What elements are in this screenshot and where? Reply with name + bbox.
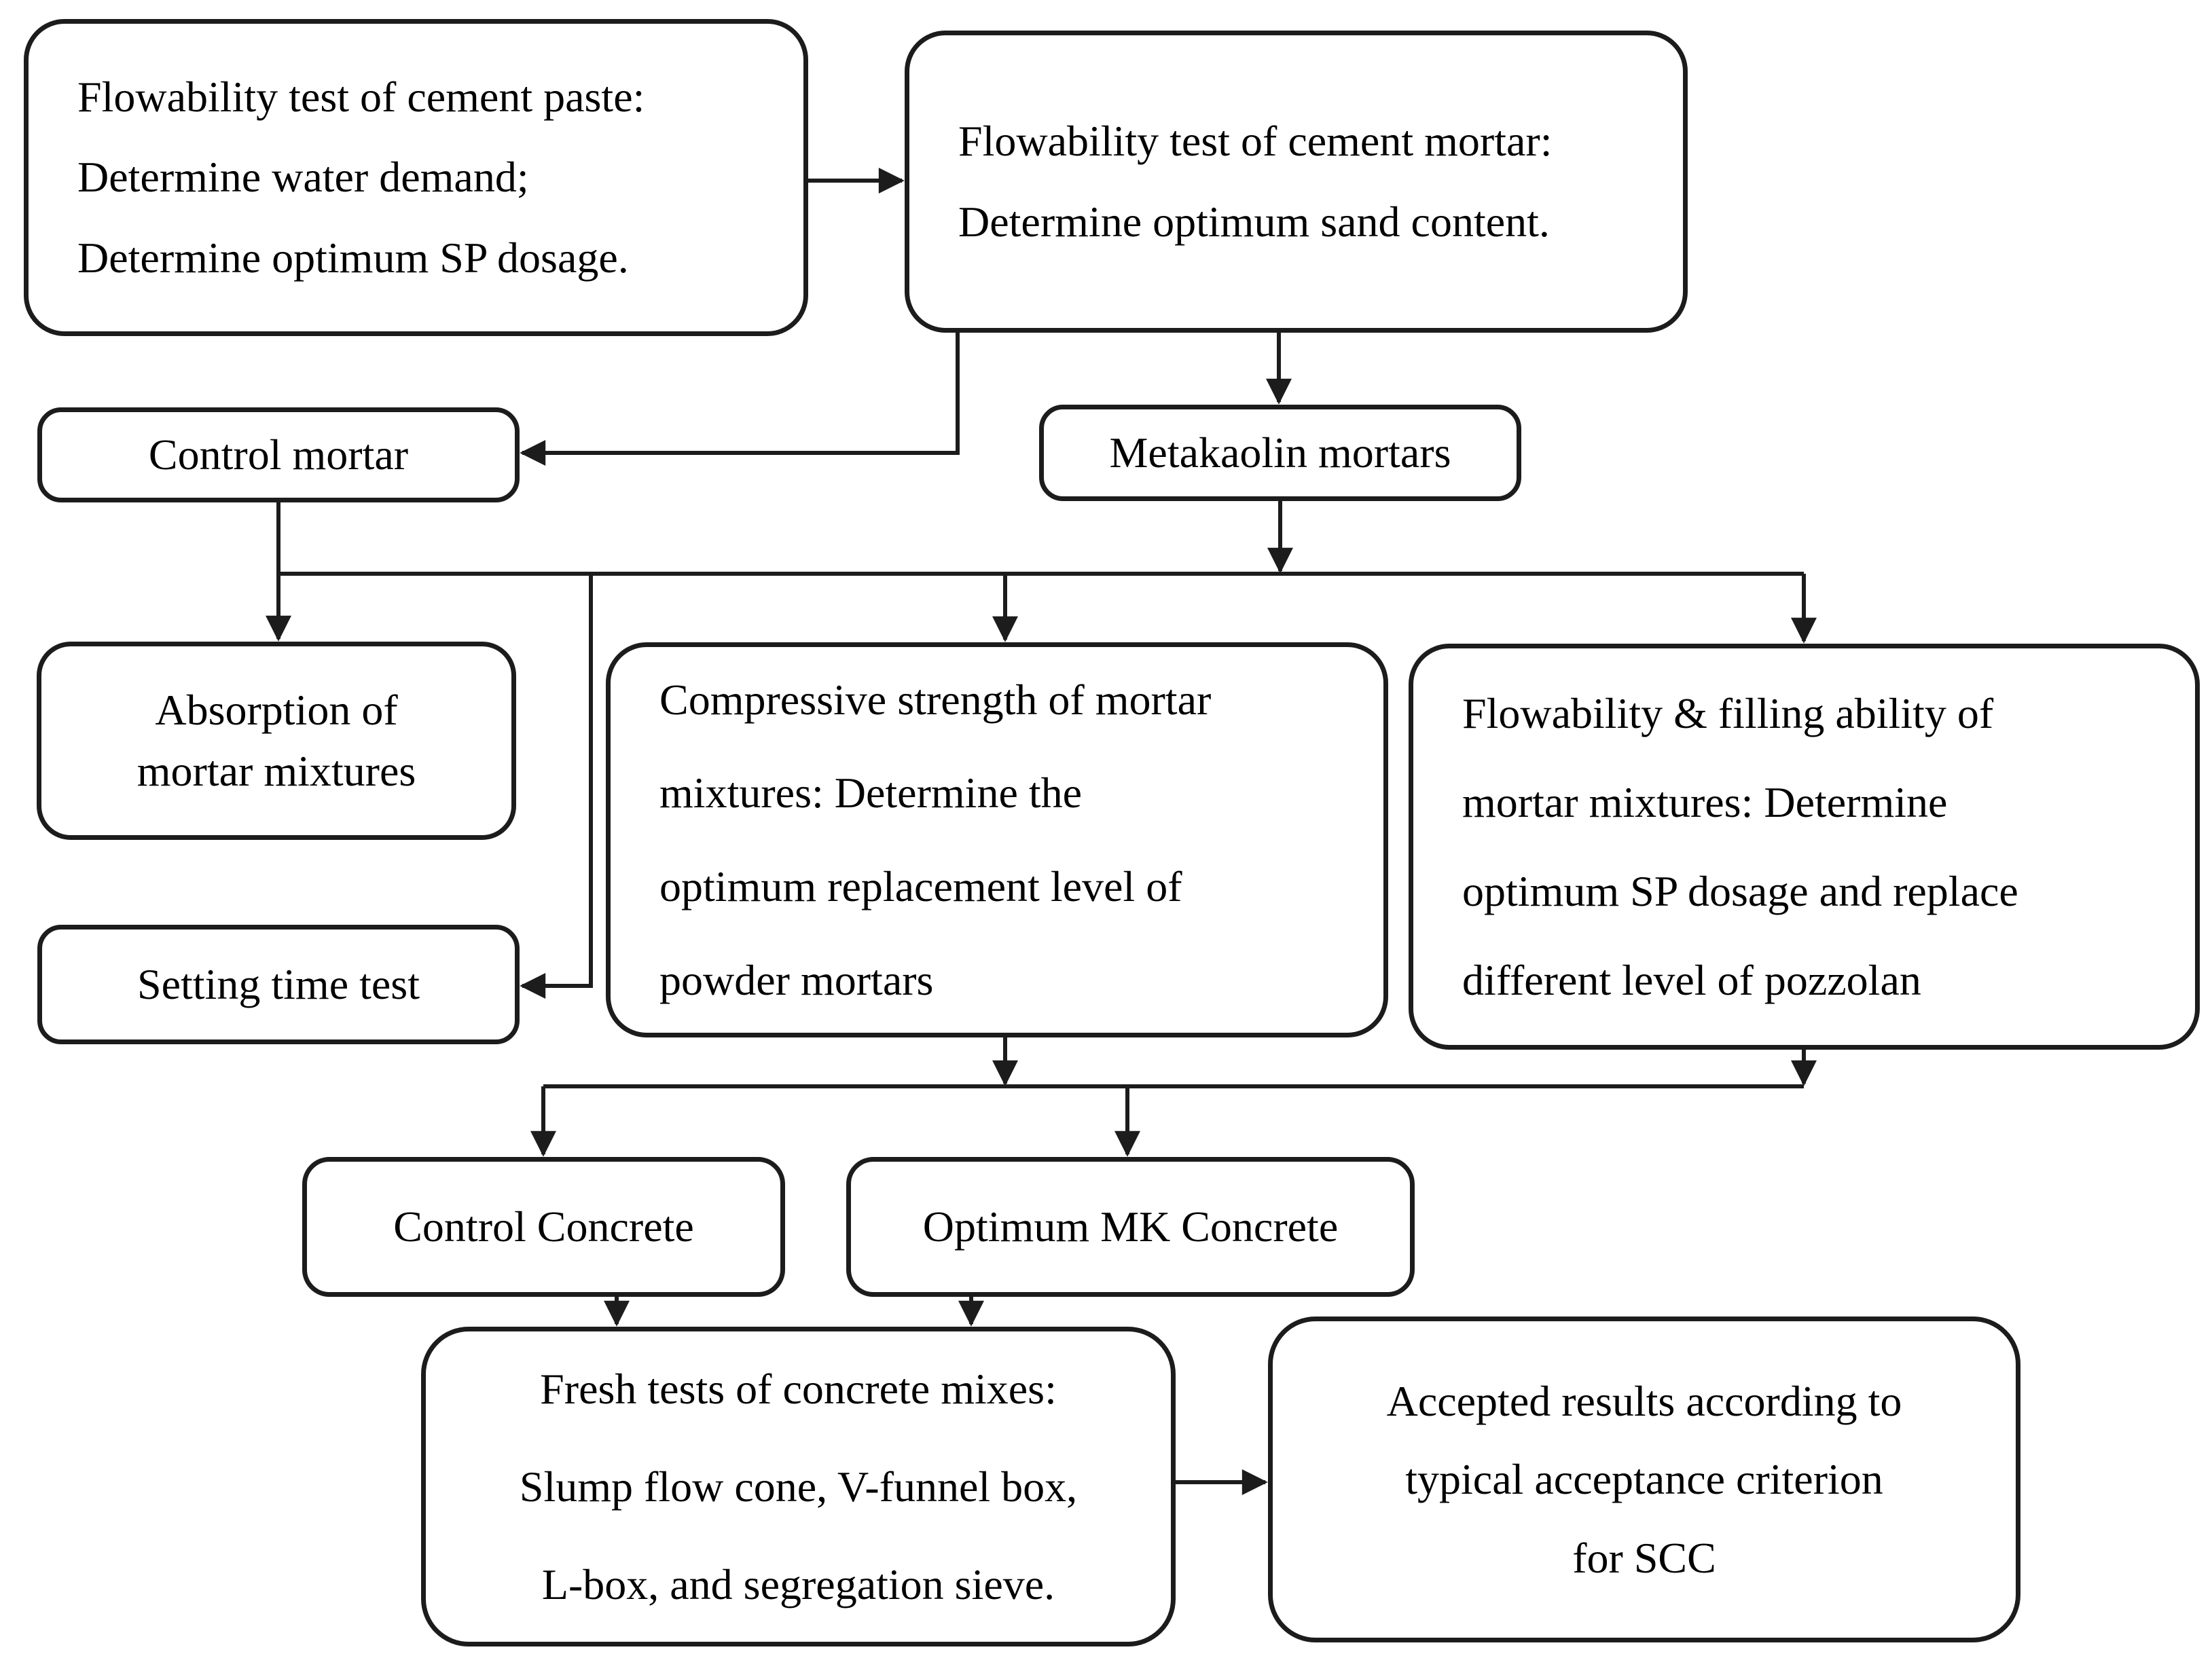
node-line: different level of pozzolan bbox=[1462, 956, 1921, 1005]
node-fresh-tests: Fresh tests of concrete mixes: Slump flo… bbox=[421, 1327, 1176, 1646]
node-setting-time: Setting time test bbox=[37, 925, 520, 1044]
node-cement-mortar-test: Flowability test of cement mortar: Deter… bbox=[905, 31, 1688, 333]
node-absorption: Absorption of mortar mixtures bbox=[37, 642, 516, 840]
node-line: Determine optimum sand content. bbox=[958, 197, 1550, 246]
node-line: optimum replacement level of bbox=[659, 862, 1182, 910]
node-flowability-filling: Flowability & filling ability of mortar … bbox=[1409, 644, 2200, 1050]
node-compressive-strength: Compressive strength of mortar mixtures:… bbox=[606, 642, 1388, 1037]
node-line: Determine optimum SP dosage. bbox=[77, 233, 629, 282]
node-line: Compressive strength of mortar bbox=[659, 675, 1212, 724]
node-optimum-mk-concrete: Optimum MK Concrete bbox=[846, 1157, 1415, 1297]
node-line: Absorption of bbox=[155, 686, 398, 735]
node-line: Control Concrete bbox=[393, 1202, 694, 1251]
node-line: Slump flow cone, V-funnel box, bbox=[519, 1462, 1078, 1511]
node-line: Setting time test bbox=[137, 959, 420, 1008]
node-line: Accepted results according to bbox=[1386, 1377, 1902, 1426]
node-cement-paste-test: Flowability test of cement paste: Determ… bbox=[24, 19, 808, 336]
edge-mortar-test-to-control-mortar bbox=[520, 333, 960, 466]
node-line: for SCC bbox=[1572, 1533, 1716, 1582]
node-line: mortar mixtures: Determine bbox=[1462, 777, 1948, 826]
node-line: Fresh tests of concrete mixes: bbox=[540, 1364, 1057, 1413]
node-line: Optimum MK Concrete bbox=[922, 1202, 1339, 1251]
node-line: Flowability & filling ability of bbox=[1462, 688, 1994, 737]
edge-branch-to-setting-time bbox=[520, 574, 593, 999]
node-line: Control mortar bbox=[148, 430, 409, 479]
node-line: powder mortars bbox=[659, 955, 934, 1004]
node-line: typical acceptance criterion bbox=[1405, 1455, 1883, 1504]
node-control-mortar: Control mortar bbox=[37, 407, 520, 502]
node-line: Determine water demand; bbox=[77, 153, 529, 202]
node-line: Flowability test of cement paste: bbox=[77, 72, 645, 121]
node-metakaolin-mortars: Metakaolin mortars bbox=[1039, 405, 1521, 501]
node-line: L-box, and segregation sieve. bbox=[541, 1560, 1055, 1608]
node-line: mortar mixtures bbox=[137, 747, 416, 795]
node-accepted-results: Accepted results according to typical ac… bbox=[1268, 1317, 2020, 1642]
node-line: optimum SP dosage and replace bbox=[1462, 867, 2018, 915]
node-line: Flowability test of cement mortar: bbox=[958, 117, 1553, 166]
node-control-concrete: Control Concrete bbox=[302, 1157, 785, 1297]
node-line: Metakaolin mortars bbox=[1109, 428, 1451, 477]
node-line: mixtures: Determine the bbox=[659, 769, 1083, 817]
